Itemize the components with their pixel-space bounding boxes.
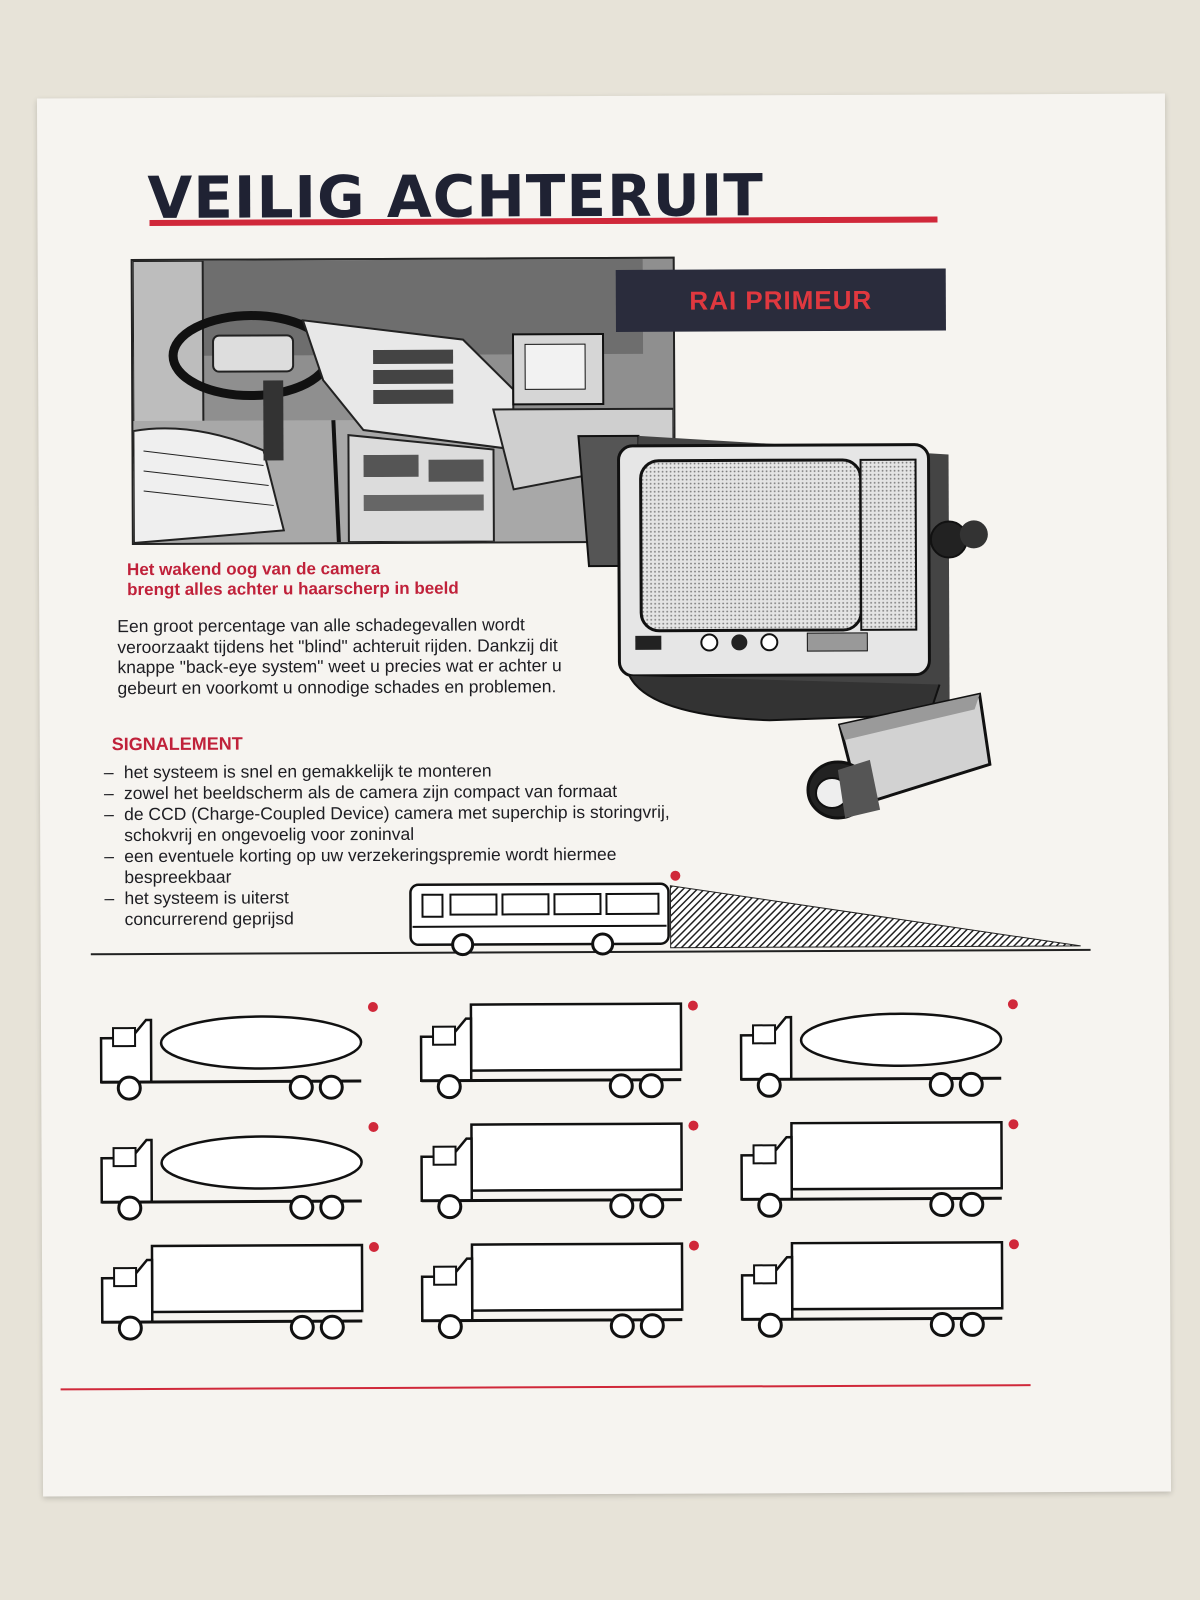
flatbed-truck-illustration	[420, 1240, 699, 1340]
trailer-truck-illustration	[740, 1239, 1019, 1338]
box-truck-illustration	[419, 1000, 698, 1100]
bus-dashboard-illustration	[130, 256, 676, 546]
silo-semi-illustration	[100, 1122, 379, 1221]
tanker-truck-illustration	[739, 999, 1018, 1098]
subheadline-line-1: Het wakend oog van de camera	[126, 558, 381, 580]
intro-paragraph: Een groot percentage van alle schadegeva…	[117, 614, 562, 698]
box-semi-trailer-illustration	[740, 1119, 1019, 1218]
box-lorry-illustration	[100, 1242, 379, 1341]
subheadline-line-2: brengt alles achter u haarscherp in beel…	[127, 578, 459, 600]
signalement-heading: SIGNALEMENT	[111, 733, 243, 755]
bottom-rule	[60, 1384, 1031, 1391]
subheadline: Het wakend oog van de camera brengt alle…	[127, 558, 587, 600]
delivery-van-illustration	[420, 1120, 699, 1220]
vehicle-grid	[71, 984, 1033, 1348]
bus-illustration	[90, 864, 1091, 968]
list-item: het systeem is snel en gemakkelijk te mo…	[98, 759, 738, 783]
camera-illustration	[806, 692, 992, 820]
cement-mixer-illustration	[99, 1002, 378, 1101]
badge-label: RAI PRIMEUR	[689, 284, 873, 316]
flyer-page: VEILIG ACHTERUIT	[36, 93, 1172, 1497]
list-item: zowel het beeldscherm als de camera zijn…	[98, 780, 738, 804]
list-item: de CCD (Charge-Coupled Device) camera me…	[98, 802, 684, 847]
rai-primeur-badge: RAI PRIMEUR	[615, 268, 946, 332]
monitor-illustration	[568, 424, 1010, 866]
